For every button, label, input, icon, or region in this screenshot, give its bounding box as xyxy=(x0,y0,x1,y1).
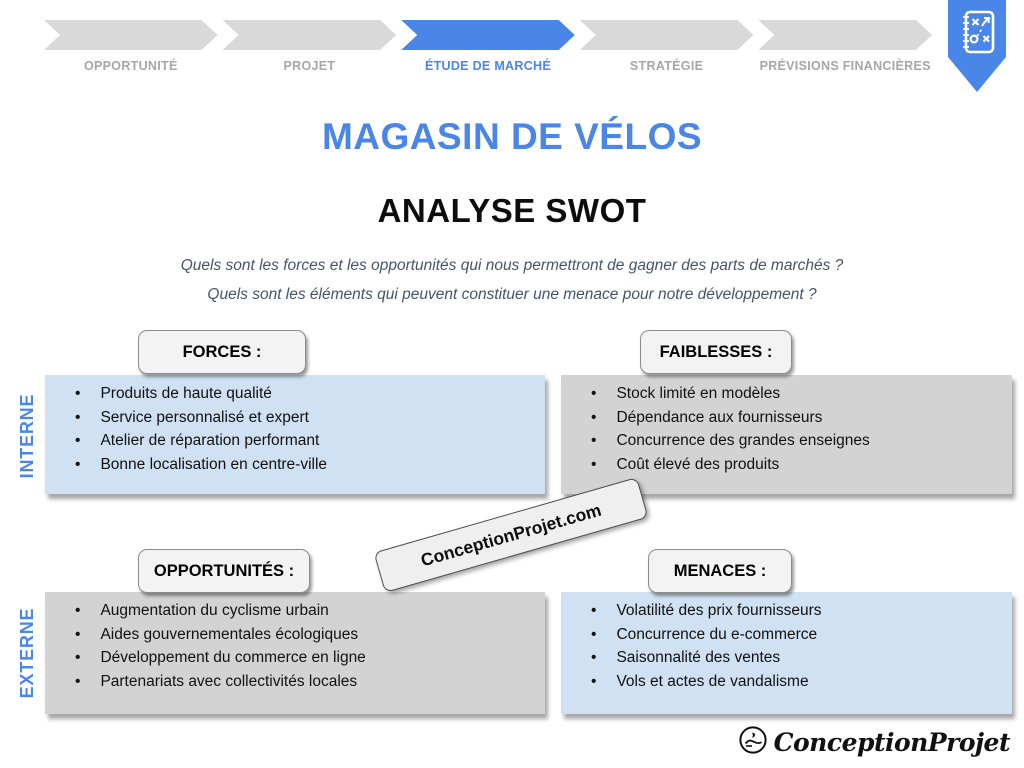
forces-list: Produits de haute qualité Service person… xyxy=(45,375,545,473)
forces-panel: Produits de haute qualité Service person… xyxy=(45,375,545,494)
step-projet[interactable]: PROJET xyxy=(223,20,397,73)
chevron-shape xyxy=(580,20,754,50)
brand-name: ConceptionProjet xyxy=(773,728,1011,757)
section-title: ANALYSE SWOT xyxy=(377,192,647,229)
step-label: PROJET xyxy=(283,59,336,73)
opportunites-list: Augmentation du cyclisme urbain Aides go… xyxy=(45,592,545,690)
list-item: Saisonnalité des ventes xyxy=(591,649,1004,667)
question-line-2: Quels sont les éléments qui peuvent cons… xyxy=(207,286,817,303)
menaces-panel: Volatilité des prix fournisseurs Concurr… xyxy=(561,592,1012,714)
opportunites-panel: Augmentation du cyclisme urbain Aides go… xyxy=(45,592,545,714)
brand-logo: ConceptionProjet xyxy=(738,725,1011,760)
step-previsions-financieres[interactable]: PRÉVISIONS FINANCIÈRES xyxy=(758,20,932,73)
list-item: Service personnalisé et expert xyxy=(75,409,537,427)
list-item: Dépendance aux fournisseurs xyxy=(591,409,1004,427)
list-item: Bonne localisation en centre-ville xyxy=(75,456,537,474)
forces-header: FORCES : xyxy=(138,330,306,374)
faiblesses-panel: Stock limité en modèles Dépendance aux f… xyxy=(561,375,1012,494)
list-item: Volatilité des prix fournisseurs xyxy=(591,602,1004,620)
step-label: OPPORTUNITÉ xyxy=(84,59,178,73)
step-label: STRATÉGIE xyxy=(629,59,704,73)
hand-logo-icon xyxy=(738,725,768,760)
list-item: Vols et actes de vandalisme xyxy=(591,673,1004,691)
step-label: PRÉVISIONS FINANCIÈRES xyxy=(759,59,931,73)
faiblesses-header: FAIBLESSES : xyxy=(640,330,792,374)
faiblesses-list: Stock limité en modèles Dépendance aux f… xyxy=(561,375,1012,473)
list-item: Concurrence du e-commerce xyxy=(591,626,1004,644)
chevron-shape xyxy=(401,20,575,50)
bookmark-ribbon xyxy=(948,0,1006,92)
axis-label-interne: INTERNE xyxy=(17,393,37,479)
menaces-header: MENACES : xyxy=(648,549,792,593)
list-item: Aides gouvernementales écologiques xyxy=(75,626,537,644)
list-item: Partenariats avec collectivités locales xyxy=(75,673,537,691)
page-title: MAGASIN DE VÉLOS xyxy=(321,116,703,157)
opportunites-header: OPPORTUNITÉS : xyxy=(138,549,310,593)
question-line-1: Quels sont les forces et les opportunité… xyxy=(180,257,844,274)
list-item: Augmentation du cyclisme urbain xyxy=(75,602,537,620)
chevron-shape xyxy=(223,20,397,50)
list-item: Coût élevé des produits xyxy=(591,456,1004,474)
strategy-playbook-icon xyxy=(958,9,996,62)
chevron-shape xyxy=(758,20,932,50)
watermark: ConceptionProjet.com xyxy=(373,477,649,593)
list-item: Produits de haute qualité xyxy=(75,385,537,403)
step-strategie[interactable]: STRATÉGIE xyxy=(580,20,754,73)
list-item: Atelier de réparation performant xyxy=(75,432,537,450)
list-item: Stock limité en modèles xyxy=(591,385,1004,403)
step-opportunite[interactable]: OPPORTUNITÉ xyxy=(44,20,218,73)
process-stepper: OPPORTUNITÉ PROJET ÉTUDE DE MARCHÉ STRAT… xyxy=(44,20,932,73)
step-label: ÉTUDE DE MARCHÉ xyxy=(424,59,551,73)
step-etude-de-marche-active[interactable]: ÉTUDE DE MARCHÉ xyxy=(401,20,575,73)
menaces-list: Volatilité des prix fournisseurs Concurr… xyxy=(561,592,1012,690)
axis-label-externe: EXTERNE xyxy=(17,607,37,699)
list-item: Concurrence des grandes enseignes xyxy=(591,432,1004,450)
chevron-shape xyxy=(44,20,218,50)
list-item: Développement du commerce en ligne xyxy=(75,649,537,667)
